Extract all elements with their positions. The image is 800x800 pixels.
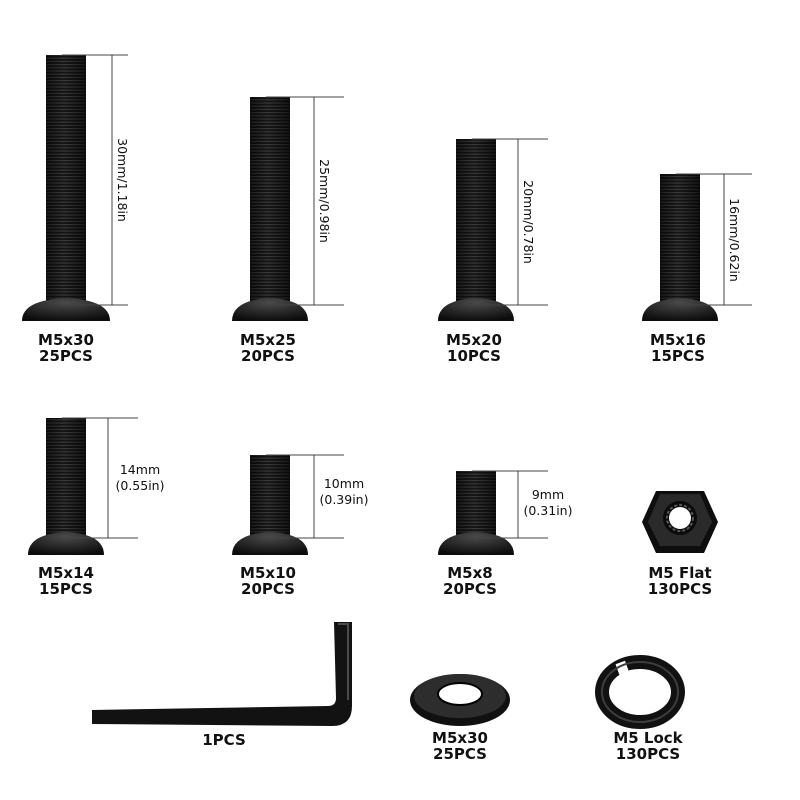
screw-size-label: M5x25: [240, 331, 296, 349]
caption-m5x25: M5x25 20PCS: [198, 332, 338, 364]
screw-qty-label: 20PCS: [241, 347, 295, 365]
flat-washer: [410, 674, 510, 726]
screw-qty-label: 20PCS: [443, 580, 497, 598]
screw-m5x8: 9mm (0.31in): [438, 470, 573, 555]
screw-m5x14: 14mm (0.55in): [28, 417, 165, 555]
caption-flat-washer: M5x30 25PCS: [390, 730, 530, 762]
screw-size-label: M5x30: [38, 331, 94, 349]
flat-washer-qty-label: 25PCS: [433, 745, 487, 763]
screw-size-label: M5x14: [38, 564, 94, 582]
caption-m5x20: M5x20 10PCS: [404, 332, 544, 364]
screw-size-label: M5x8: [447, 564, 493, 582]
dimension-label-m5x30: 30mm/1.18in: [115, 138, 130, 222]
screw-size-label: M5x20: [446, 331, 502, 349]
screw-size-label: M5x16: [650, 331, 706, 349]
wrench-qty-label: 1PCS: [202, 731, 246, 749]
screw-m5x10: 10mm (0.39in): [232, 454, 369, 555]
caption-m5x14: M5x14 15PCS: [0, 565, 136, 597]
caption-nut: M5 Flat 130PCS: [610, 565, 750, 597]
allen-wrench: [92, 622, 352, 726]
screw-qty-label: 15PCS: [651, 347, 705, 365]
dimension-label-m5x25: 25mm/0.98in: [317, 159, 332, 243]
caption-wrench: 1PCS: [154, 732, 294, 748]
caption-m5x16: M5x16 15PCS: [608, 332, 748, 364]
caption-m5x10: M5x10 20PCS: [198, 565, 338, 597]
hex-nut: [642, 491, 718, 553]
lock-washer-size-label: M5 Lock: [613, 729, 683, 747]
lock-washer: [595, 655, 685, 729]
nut-size-label: M5 Flat: [648, 564, 712, 582]
caption-m5x8: M5x8 20PCS: [400, 565, 540, 597]
dimension-alt-label-m5x14: (0.55in): [116, 478, 165, 493]
dimension-label-m5x14: 14mm: [120, 462, 160, 477]
dimension-label-m5x10: 10mm: [324, 476, 364, 491]
lock-washer-qty-label: 130PCS: [615, 745, 681, 763]
screw-m5x16: 16mm/0.62in: [642, 173, 752, 321]
dimension-alt-label-m5x10: (0.39in): [320, 492, 369, 507]
dimension-label-m5x8: 9mm: [532, 487, 564, 502]
caption-m5x30: M5x30 25PCS: [0, 332, 136, 364]
screw-qty-label: 20PCS: [241, 580, 295, 598]
dimension-alt-label-m5x8: (0.31in): [524, 503, 573, 518]
screw-qty-label: 10PCS: [447, 347, 501, 365]
dimension-label-m5x16: 16mm/0.62in: [727, 198, 742, 282]
caption-lock-washer: M5 Lock 130PCS: [578, 730, 718, 762]
screw-qty-label: 25PCS: [39, 347, 93, 365]
screw-m5x20: 20mm/0.78in: [438, 138, 548, 321]
screw-qty-label: 15PCS: [39, 580, 93, 598]
screw-m5x30: 30mm/1.18in: [22, 54, 130, 321]
nut-qty-label: 130PCS: [647, 580, 713, 598]
dimension-label-m5x20: 20mm/0.78in: [521, 180, 536, 264]
flat-washer-size-label: M5x30: [432, 729, 488, 747]
screw-size-label: M5x10: [240, 564, 296, 582]
screw-m5x25: 25mm/0.98in: [232, 96, 344, 321]
